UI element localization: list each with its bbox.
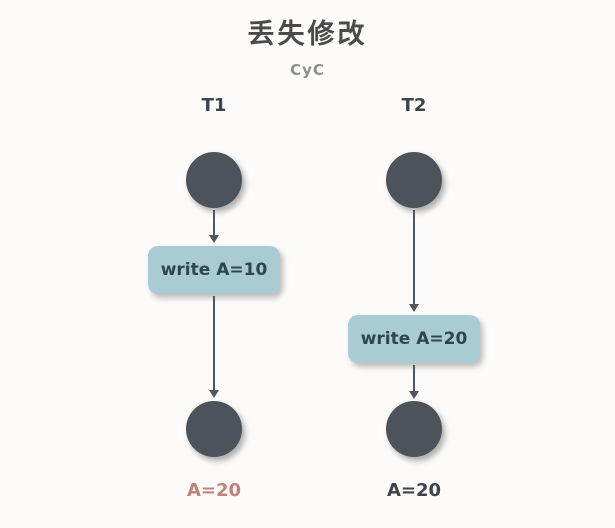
t1-end-node xyxy=(186,401,242,457)
t1-arrow-to-write xyxy=(209,210,219,243)
t1-start-node xyxy=(186,152,242,208)
diagram-title: 丢失修改 xyxy=(247,19,368,50)
t1-result-value: A=20 xyxy=(186,480,242,501)
t1-action-box: write A=10 xyxy=(148,246,280,294)
lane-label-t1: T1 xyxy=(201,95,227,116)
t1-arrow-to-end xyxy=(209,296,219,398)
t2-start-node xyxy=(386,152,442,208)
lane-label-t2: T2 xyxy=(401,95,427,116)
t2-end-node xyxy=(386,401,442,457)
diagram-subtitle: CyC xyxy=(290,61,325,79)
t2-result-value: A=20 xyxy=(386,480,442,501)
t2-action-box: write A=20 xyxy=(348,315,480,363)
t2-arrow-to-write xyxy=(409,210,419,312)
t2-arrow-to-end xyxy=(409,365,419,399)
